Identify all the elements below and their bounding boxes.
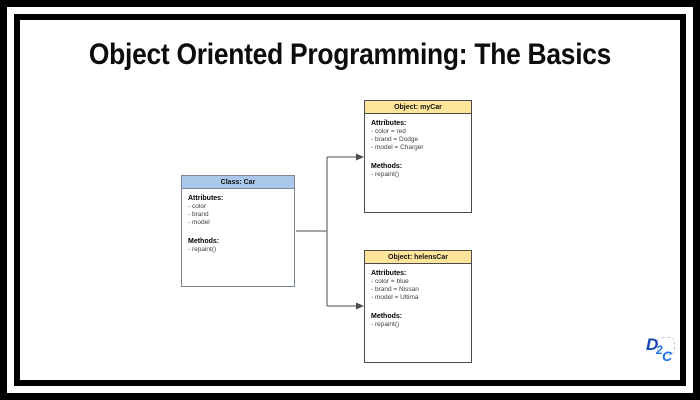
methods-label: Methods: [188,238,220,245]
methods-label: Methods: [371,313,403,320]
logo-letter-d: D [646,335,659,354]
attribute-item: - color [188,203,207,210]
object-box-body: Attributes: - color = red - brand = Dodg… [365,114,471,179]
method-item: - repaint() [371,171,400,178]
arrowhead-to-helenscar [356,302,364,310]
arrowhead-to-mycar [356,153,364,161]
logo-letter-c: C [662,348,673,364]
object-box-mycar: Object: myCar Attributes: - color = red … [364,100,472,213]
attribute-item: - model = Charger [371,144,424,151]
connector-path [296,156,357,307]
spacer [188,227,290,238]
class-box-car: Class: Car Attributes: - color - brand -… [181,175,295,287]
attribute-item: - brand = Dodge [371,136,419,143]
attribute-item: - color = red [371,128,406,135]
logo-dashed-square [657,337,675,355]
attributes-label: Attributes: [371,120,407,127]
class-box-header: Class: Car [182,176,294,189]
method-item: - repaint() [188,246,217,253]
class-box-body: Attributes: - color - brand - model Meth… [182,189,294,254]
attribute-item: - model [188,219,210,226]
spacer [371,302,467,313]
spacer [371,152,467,163]
attributes-label: Attributes: [371,270,407,277]
object-box-header: Object: myCar [365,101,471,114]
attributes-label: Attributes: [188,195,224,202]
object-box-helenscar: Object: helensCar Attributes: - color = … [364,250,472,363]
logo-letter-2: 2 [656,343,663,357]
object-box-header: Object: helensCar [365,251,471,264]
methods-label: Methods: [371,163,403,170]
attribute-item: - brand [188,211,209,218]
page-title: Object Oriented Programming: The Basics [88,38,612,71]
attribute-item: - brand = Nissan [371,286,419,293]
attribute-item: - model = Ultima [371,294,419,301]
method-item: - repaint() [371,321,400,328]
object-box-body: Attributes: - color = blue - brand = Nis… [365,264,471,329]
attribute-item: - color = blue [371,278,409,285]
d2c-logo: D 2 C [646,335,680,369]
